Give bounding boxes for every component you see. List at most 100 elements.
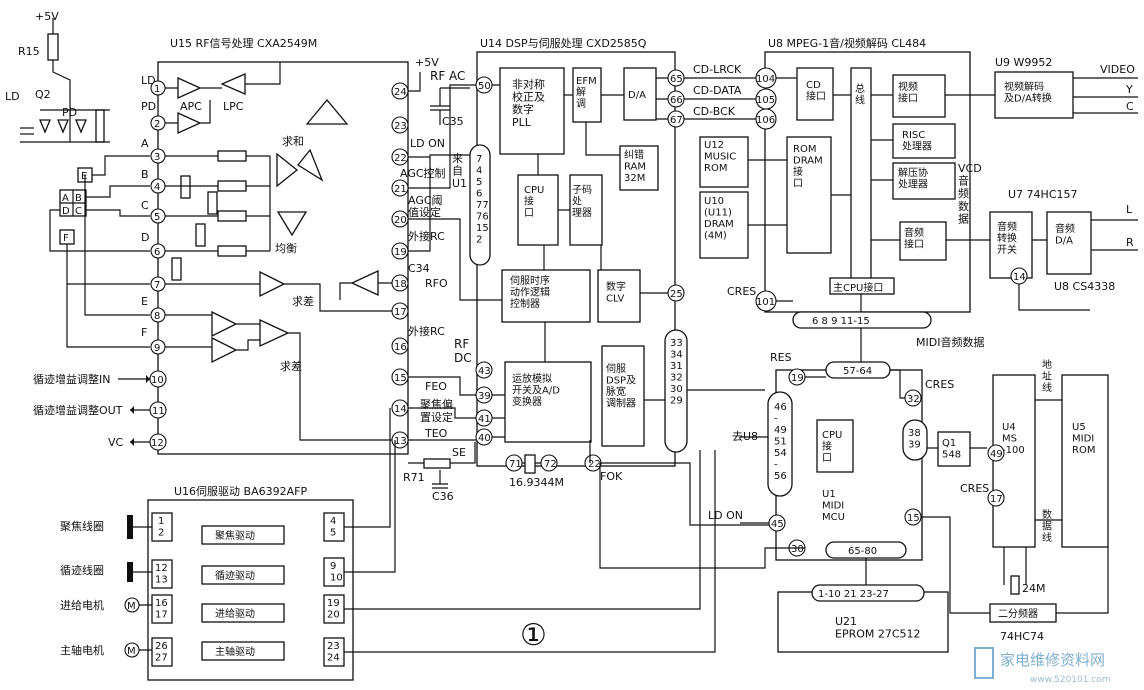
sum-amp2-icon [297,148,324,182]
u1-pin-30: 30 [791,544,804,555]
u4-pin-17: 17 [990,494,1003,505]
u15-pin-19: 19 [394,247,407,258]
u9-video-dac: U9 W9952 视频解码及D/A转换 VIDEO Y C [994,56,1138,119]
u14-pin-65: 65 [670,74,683,85]
u1-pin-19: 19 [791,373,804,384]
xtal1-label: 16.9344M [509,476,564,489]
cres2-label: CRES [925,378,954,391]
u1-bus-65-label: 65-80 [848,546,877,557]
block-efm [572,67,602,123]
u21-bus [811,584,925,602]
u16-lpin-4 [151,637,173,667]
u5-body [1061,374,1109,548]
u15-pin-7: 7 [154,280,160,291]
block-dram-label: U10(U11)DRAM(4M) [704,196,734,242]
pd-resistor [95,109,105,143]
u7-title: U7 74HC157 [1008,188,1078,201]
c36-label: C36 [432,490,454,503]
u15-pin-13: 13 [394,436,407,447]
u8-bus-pins [792,311,932,329]
u15-pin-10: 10 [151,375,164,386]
u15-rf-processor: U15 RF信号处理 CXA2549M +5V R15 Q2 LD PD LD … [5,10,476,503]
diff-amp2-icon [211,310,238,338]
u15-body [157,61,409,455]
addr-line-label: 地址线 [1042,358,1052,394]
fok-label: FOK [600,470,623,483]
det-D-label: D [62,206,70,217]
res-v1 [180,175,191,199]
u15-title: U15 RF信号处理 CXA2549M [170,37,317,50]
agc-ctrl-label: AGC控制 [400,166,446,180]
u14-pin-22: 22 [588,459,601,470]
u14-pin-43: 43 [478,366,491,377]
vc-label: VC [108,436,124,449]
u15-pin-16: 16 [394,342,407,353]
q2-label: Q2 [35,88,51,101]
block-da-label: D/A [628,90,646,101]
watermark-logo-icon [974,647,994,679]
res-v3 [195,223,206,247]
block-track-drive [201,565,285,585]
u4-pin-49: 49 [990,449,1003,460]
u15-pin-3: 3 [154,152,160,163]
u15-pin-20: 20 [394,215,407,226]
arrow-out-icon [130,406,134,414]
u15-pin-22: 22 [394,153,407,164]
u16-title: U16伺服驱动 BA6392AFP [174,485,307,498]
block-cd-if [796,67,834,121]
block-q1 [937,431,971,467]
block-bus-label: 总线 [855,82,865,107]
block-focus-drive [201,525,285,545]
u14-pin-41: 41 [478,414,491,425]
arrow-vc-icon [130,438,134,446]
pin-pd-label: PD [141,100,156,113]
agc-thr2-label: 值设定 [408,205,441,219]
u14-right-bus [664,329,688,453]
res-v2 [207,191,218,215]
block-audio-if-label: 音频接口 [904,226,924,251]
block-decomp [892,162,956,200]
cd-lrck-label: CD-LRCK [693,63,742,76]
res-c [217,210,247,222]
l-out-label: L [1126,203,1133,216]
hc74-label: 74HC74 [1000,630,1044,643]
ext-rc1-label: 外接RC [408,230,445,243]
res-v4 [171,257,182,281]
rfac-label: RF AC [430,69,465,83]
block-da [623,67,657,121]
u4-body [992,374,1036,548]
c35-label: C35 [442,115,464,128]
block-servo-dsp [601,345,645,447]
u15-pin-12: 12 [151,438,164,449]
track-coil-icon [127,562,133,582]
u1-pin-32: 32 [907,394,920,405]
focus-coil-label: 聚焦线圈 [60,519,104,533]
u8-pin-106: 106 [756,115,775,126]
res-a [217,150,247,162]
u15-pin-2: 2 [154,119,160,130]
u1-bus-pins [469,144,491,266]
r15-resistor [47,33,59,61]
sig-D: D [141,231,149,244]
ldon2-label: LD ON [708,509,743,522]
u14-pin-39: 39 [478,391,491,402]
ldon-label: LD ON [410,137,445,150]
sig-F: F [141,326,147,339]
u1-bus-46 [767,391,793,497]
u8-cs-label: U8 CS4338 [1054,280,1115,293]
